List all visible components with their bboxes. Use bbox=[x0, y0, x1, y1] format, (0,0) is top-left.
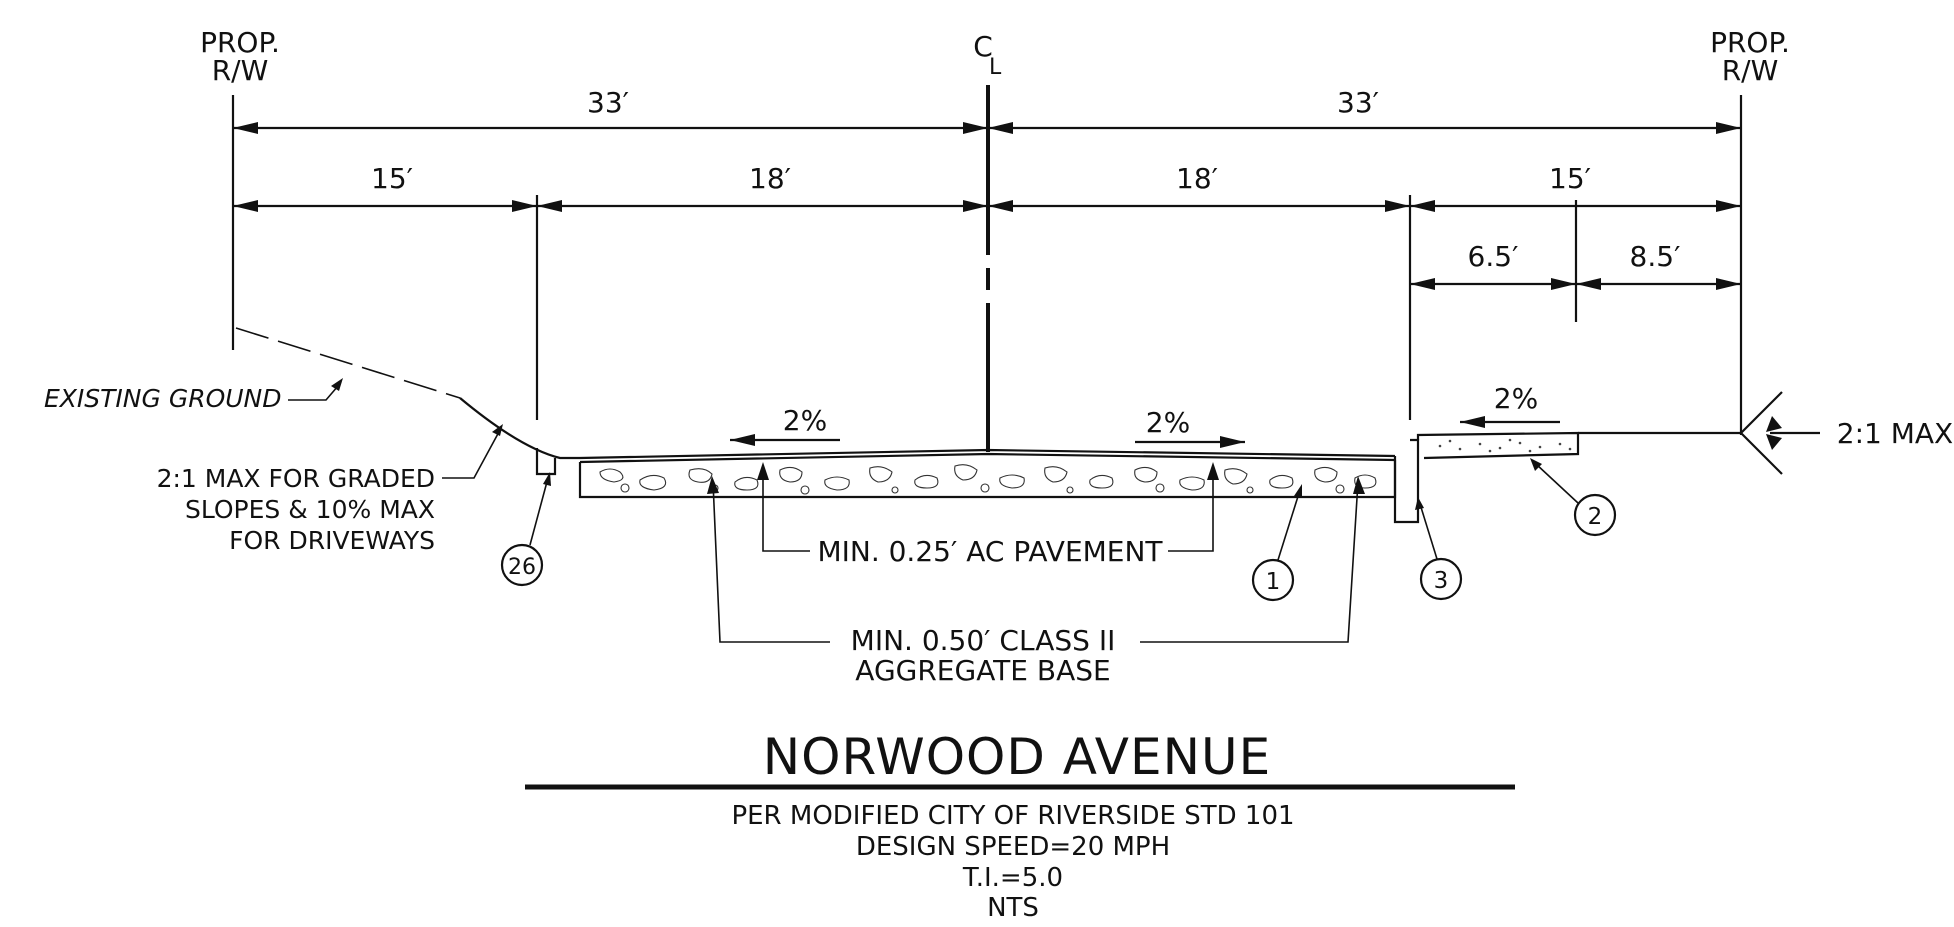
dim-arrow bbox=[512, 200, 537, 212]
right-cross-slope-label: 2% bbox=[1146, 406, 1190, 439]
key-1-label: 1 bbox=[1266, 569, 1281, 595]
pavement-top-surface bbox=[579, 448, 1396, 460]
graded-slopes-label-line2: SLOPES & 10% MAX bbox=[185, 495, 435, 524]
left-row-label-line1: PROP. bbox=[200, 26, 280, 59]
graded-slopes-label-line3: FOR DRIVEWAYS bbox=[229, 526, 435, 555]
pavement-ac-layer-line bbox=[579, 452, 1396, 464]
graded-slope-line bbox=[459, 397, 580, 460]
title-line-design-speed: DESIGN SPEED=20 MPH bbox=[856, 832, 1170, 862]
aggregate-leader-left bbox=[712, 481, 830, 643]
key-3-leader bbox=[1419, 503, 1438, 560]
dim-text-right-18: 18′ bbox=[1176, 162, 1218, 195]
sidewalk-slope-label: 2% bbox=[1494, 382, 1538, 415]
leader-arrow bbox=[1415, 497, 1424, 510]
dim-text-left-33: 33′ bbox=[587, 86, 629, 119]
key-2-label: 2 bbox=[1588, 504, 1603, 530]
key-2-leader bbox=[1535, 463, 1579, 504]
leader-arrow bbox=[543, 472, 551, 486]
right-curb-3-shape bbox=[1393, 438, 1420, 524]
key-26-circle bbox=[500, 543, 544, 587]
graded-slopes-leader bbox=[442, 429, 501, 479]
dim-arrow bbox=[988, 200, 1013, 212]
dim-arrow bbox=[1716, 278, 1741, 290]
aggregate-texture bbox=[599, 464, 1377, 495]
dim-arrow bbox=[1551, 278, 1576, 290]
dim-text-left-15: 15′ bbox=[371, 162, 413, 195]
dim-text-sidewalk-6-5: 6.5′ bbox=[1468, 240, 1519, 273]
leader-arrow bbox=[1294, 484, 1302, 498]
dim-text-right-33: 33′ bbox=[1337, 86, 1379, 119]
leader-arrow bbox=[1530, 458, 1542, 471]
key-3-circle bbox=[1419, 557, 1463, 601]
sidewalk-2-shape bbox=[1416, 431, 1580, 460]
centerline-symbol-l: L bbox=[989, 55, 1002, 80]
key-26-label: 26 bbox=[508, 555, 536, 580]
dim-arrow bbox=[1576, 278, 1601, 290]
ac-leader-right bbox=[1168, 468, 1214, 552]
dim-arrow bbox=[988, 122, 1013, 134]
existing-ground-label: EXISTING GROUND bbox=[44, 384, 282, 413]
leader-arrow bbox=[707, 476, 719, 494]
centerline-symbol-c: C bbox=[973, 30, 993, 63]
left-curb-26-shape bbox=[535, 448, 557, 476]
dim-text-landscape-8-5: 8.5′ bbox=[1630, 240, 1681, 273]
key-26-leader bbox=[529, 477, 549, 546]
slope-arrow bbox=[1766, 434, 1782, 450]
leader-arrow bbox=[757, 462, 769, 480]
ac-pavement-label: MIN. 0.25′ AC PAVEMENT bbox=[817, 535, 1163, 568]
right-slope-symbol bbox=[1740, 391, 1783, 475]
key-1-circle bbox=[1251, 558, 1295, 602]
right-row-label-line1: PROP. bbox=[1710, 26, 1790, 59]
title-line-standard: PER MODIFIED CITY OF RIVERSIDE STD 101 bbox=[731, 801, 1294, 831]
key-3-label: 3 bbox=[1434, 568, 1449, 594]
slope-arrow-head bbox=[730, 434, 755, 446]
dim-arrow bbox=[537, 200, 562, 212]
dim-text-left-18: 18′ bbox=[749, 162, 791, 195]
existing-ground-leader bbox=[288, 385, 339, 401]
dim-arrow bbox=[1410, 278, 1435, 290]
slope-arrow-head bbox=[1460, 416, 1485, 428]
right-max-slope-label: 2:1 MAX bbox=[1837, 417, 1953, 450]
ac-leader-left bbox=[762, 468, 810, 552]
title-line-ti: T.I.=5.0 bbox=[962, 863, 1063, 893]
leader-arrow bbox=[492, 424, 503, 436]
aggregate-label-line1: MIN. 0.50′ CLASS II bbox=[851, 624, 1116, 657]
leader-arrow bbox=[1207, 462, 1219, 480]
left-cross-slope-label: 2% bbox=[783, 404, 827, 437]
dim-arrow bbox=[1716, 122, 1741, 134]
key-2-circle bbox=[1573, 493, 1617, 537]
dim-arrow bbox=[233, 122, 258, 134]
dim-arrow bbox=[963, 122, 988, 134]
aggregate-label-line2: AGGREGATE BASE bbox=[855, 654, 1110, 687]
slope-arrow-head bbox=[1220, 436, 1245, 448]
leader-arrow bbox=[1353, 476, 1365, 494]
sidewalk-stipple bbox=[1438, 438, 1572, 453]
drawing-title: NORWOOD AVENUE bbox=[763, 728, 1271, 786]
dim-arrow bbox=[1410, 200, 1435, 212]
dim-text-right-15: 15′ bbox=[1549, 162, 1591, 195]
leader-arrow bbox=[331, 378, 343, 391]
existing-ground-line bbox=[235, 327, 461, 399]
title-line-nts: NTS bbox=[987, 893, 1039, 923]
dim-arrow bbox=[1385, 200, 1410, 212]
dim-arrow bbox=[963, 200, 988, 212]
right-row-label-line2: R/W bbox=[1722, 54, 1779, 87]
left-row-label-line2: R/W bbox=[212, 54, 269, 87]
slope-arrow bbox=[1766, 416, 1782, 432]
graded-slopes-label-line1: 2:1 MAX FOR GRADED bbox=[157, 464, 435, 493]
key-1-leader bbox=[1277, 489, 1301, 561]
dim-arrow bbox=[233, 200, 258, 212]
aggregate-leader-right bbox=[1140, 481, 1359, 643]
dim-arrow bbox=[1716, 200, 1741, 212]
